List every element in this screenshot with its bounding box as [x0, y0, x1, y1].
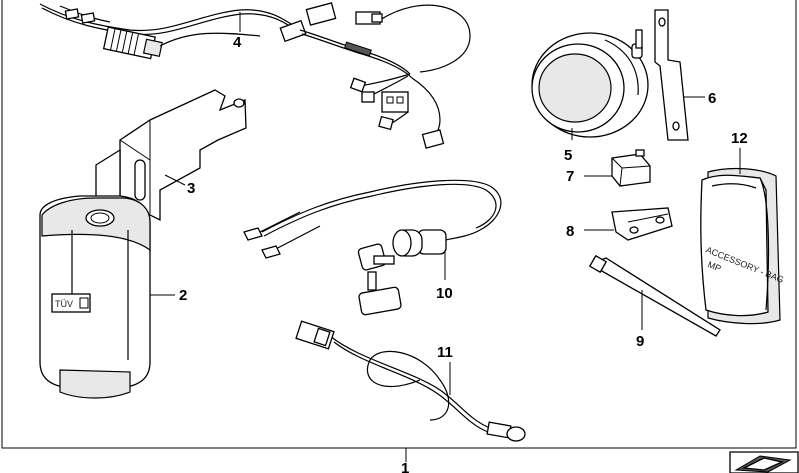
callout-3: 3	[187, 180, 195, 197]
diagram-frame	[1, 0, 797, 449]
callout-5: 5	[564, 147, 572, 164]
part-3-bracket	[95, 89, 247, 222]
part-8-clip	[584, 207, 673, 241]
tuv-sticker-label: TÜV	[55, 299, 73, 309]
part-2-control-unit	[39, 195, 151, 399]
callout-9: 9	[636, 333, 644, 350]
callout-11: 11	[437, 344, 453, 361]
callout-6: 6	[708, 90, 716, 107]
callout-10: 10	[436, 285, 453, 302]
bag-label-line2: MP	[706, 259, 722, 273]
part-7-switch	[584, 149, 651, 187]
part-11-cable	[295, 320, 526, 442]
part-9-cable-tie	[588, 254, 721, 337]
part-12-accessory-bag	[700, 167, 781, 325]
part-5-siren	[531, 29, 649, 140]
part-10-ignition-switch	[243, 179, 502, 316]
callout-1: 1	[401, 460, 409, 473]
callout-8: 8	[566, 223, 574, 240]
part-6-strap	[654, 9, 705, 141]
callout-7: 7	[566, 168, 574, 185]
part-4-wiring-harness	[39, 2, 471, 149]
bag-corner-icon	[729, 451, 799, 473]
callout-12: 12	[731, 130, 748, 147]
callout-4: 4	[233, 34, 242, 51]
callout-2: 2	[179, 287, 187, 304]
